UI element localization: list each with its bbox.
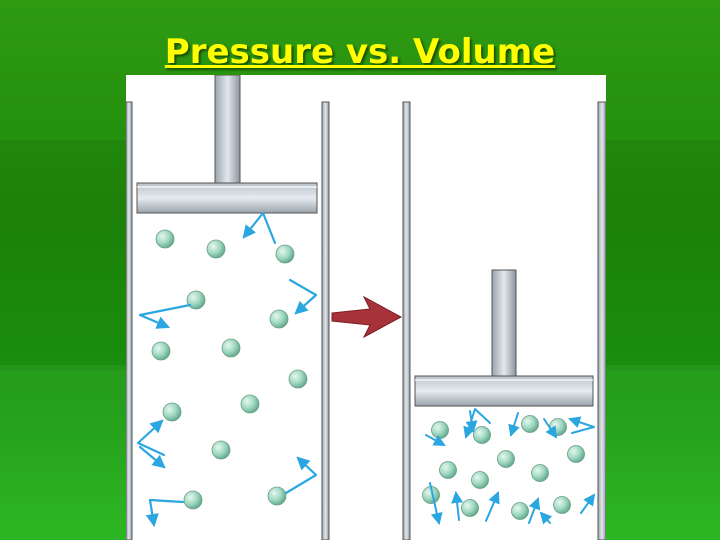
molecule [211, 440, 231, 460]
molecule [275, 244, 295, 264]
left-molecules [151, 229, 308, 510]
transition-arrow [331, 295, 403, 339]
left-piston-rod [214, 75, 241, 184]
right-trajectory-arrows [425, 408, 596, 525]
slide-title: Pressure vs. Volume [164, 32, 556, 72]
molecule [511, 502, 529, 520]
molecule [151, 341, 171, 361]
molecule [521, 415, 539, 433]
molecule [186, 290, 206, 310]
molecule [549, 418, 567, 436]
gas-compression-illustration [126, 75, 606, 540]
molecule [288, 369, 308, 389]
molecule [473, 426, 491, 444]
molecule [531, 464, 549, 482]
molecule [221, 338, 241, 358]
molecule [553, 496, 571, 514]
molecule [471, 471, 489, 489]
right-cylinder [402, 101, 606, 540]
molecule [439, 461, 457, 479]
molecule [497, 450, 515, 468]
left-cylinder [126, 75, 330, 540]
molecule [155, 229, 175, 249]
right-molecules [422, 415, 585, 520]
molecule [267, 486, 287, 506]
molecule [269, 309, 289, 329]
molecule [206, 239, 226, 259]
left-trajectory-arrows [136, 211, 318, 528]
right-piston-rod [491, 269, 517, 377]
molecule [461, 499, 479, 517]
molecule [162, 402, 182, 422]
molecule [183, 490, 203, 510]
illustration-panel [126, 75, 606, 540]
molecule [240, 394, 260, 414]
molecule [431, 421, 449, 439]
molecule [567, 445, 585, 463]
